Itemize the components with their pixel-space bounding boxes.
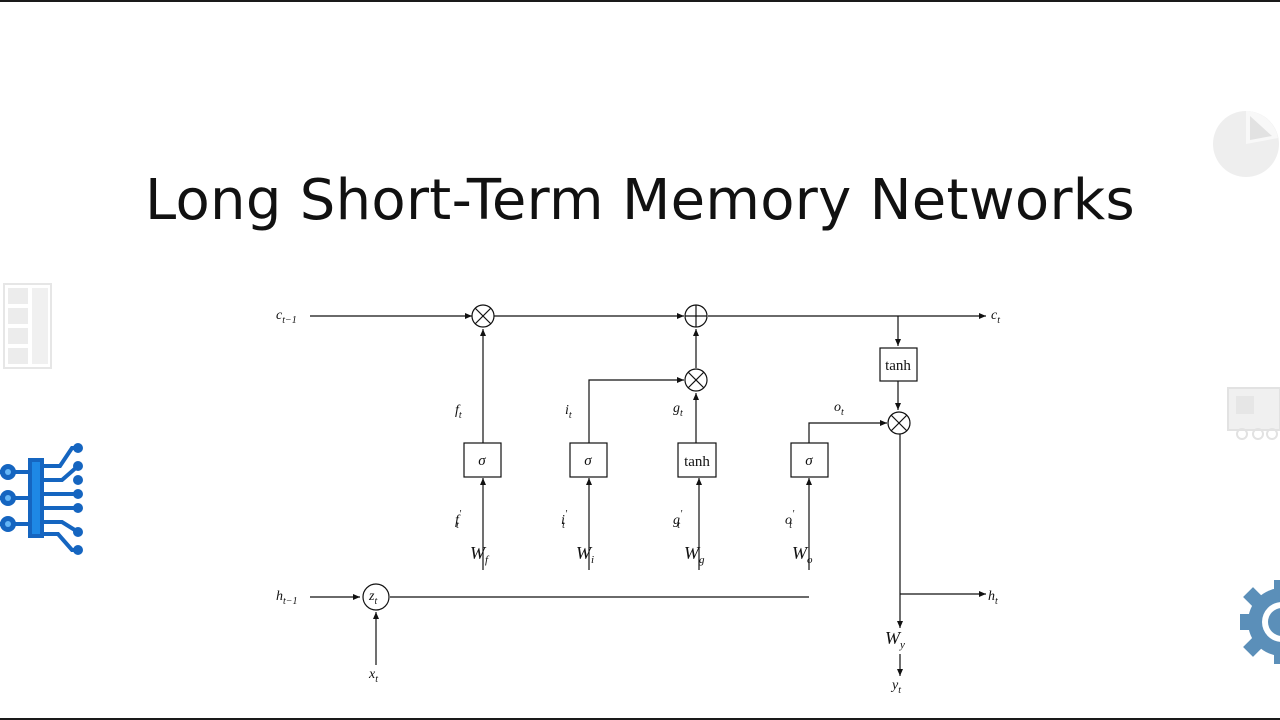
filing-cabinet-icon (3, 283, 52, 369)
wo-weight-label: Wo (792, 543, 813, 566)
g-gate-output-label: gt (673, 401, 683, 419)
f-preactivation-label: f′t (455, 509, 462, 531)
h-out-label: ht (988, 589, 998, 607)
o-activation-label: σ (805, 453, 813, 469)
wy-weight-label: Wy (885, 628, 905, 651)
x-label: xt (368, 667, 378, 685)
train-icon (1227, 387, 1280, 440)
forget-multiply-node (471, 304, 495, 328)
bottom-border (0, 718, 1280, 720)
h-prev-label: ht−1 (276, 589, 298, 607)
i-gate-to-mult-arrow (588, 377, 684, 448)
o-gate-output-label: ot (834, 400, 844, 418)
c-prev-label: ct−1 (276, 308, 297, 326)
g-preactivation-label: g′t (673, 509, 683, 531)
slide-title: Long Short-Term Memory Networks (144, 168, 1136, 233)
c-out-label: ct (991, 308, 1000, 326)
i-preactivation-label: i′t (561, 509, 568, 531)
wi-weight-label: Wi (576, 543, 594, 566)
top-border (0, 0, 1280, 2)
o-gate-to-mult-arrow (808, 420, 887, 448)
input-multiply-node (684, 368, 708, 392)
o-sigma-box (790, 442, 829, 478)
g-tanh-box (677, 442, 717, 478)
pie-chart-icon (1213, 111, 1279, 177)
f-sigma-box (463, 442, 502, 478)
output-multiply-node (887, 411, 911, 435)
g-activation-label: tanh (684, 454, 710, 470)
circuit-icon (0, 443, 83, 555)
i-sigma-box (569, 442, 608, 478)
f-activation-label: σ (478, 453, 486, 469)
wg-weight-label: Wg (684, 543, 705, 566)
y-label: yt (890, 678, 901, 696)
wf-weight-label: Wf (470, 543, 490, 566)
i-activation-label: σ (584, 453, 592, 469)
i-gate-output-label: it (565, 403, 572, 421)
z-node (362, 583, 390, 611)
cell-tanh-label: tanh (885, 358, 911, 374)
z-label: zt (368, 589, 377, 607)
o-preactivation-label: o′t (785, 509, 795, 531)
gear-icon (1240, 580, 1280, 664)
cell-tanh-box (879, 347, 918, 382)
f-gate-output-label: ft (455, 403, 462, 421)
cell-add-node (684, 304, 708, 328)
